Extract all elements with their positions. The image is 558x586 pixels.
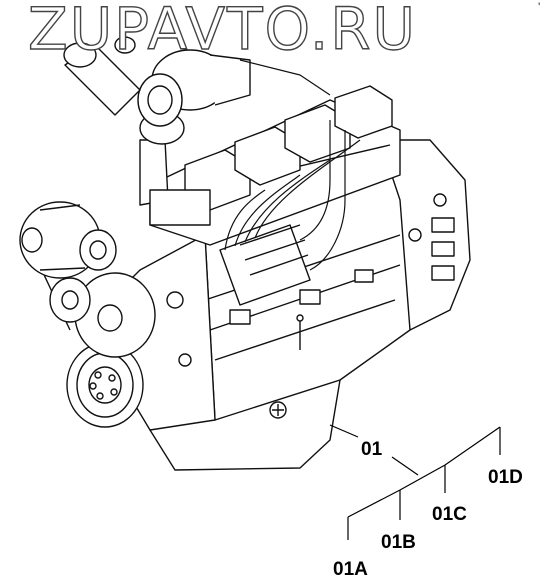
water-pump bbox=[79, 229, 117, 271]
callout-01C: 01C bbox=[432, 504, 467, 525]
callout-01: 01 bbox=[361, 439, 383, 460]
dipstick-tube bbox=[296, 314, 304, 350]
alternator bbox=[19, 201, 101, 279]
fan-pulley bbox=[49, 277, 91, 323]
air-inlet-tube bbox=[63, 42, 141, 116]
callout-leaders bbox=[329, 424, 501, 540]
watermark-text: ZUPAVTO.RU bbox=[27, 0, 418, 63]
fuel-injection-pump bbox=[219, 224, 311, 306]
callout-01B: 01B bbox=[381, 532, 416, 553]
callout-01D: 01D bbox=[488, 467, 523, 488]
rocker-covers bbox=[184, 85, 393, 211]
crank-pulley bbox=[66, 342, 144, 428]
callout-01A: 01A bbox=[333, 559, 368, 580]
turbocharger bbox=[114, 36, 251, 127]
corner-mark: ' bbox=[538, 0, 541, 14]
fuel-lines bbox=[224, 59, 361, 271]
flywheel-housing bbox=[379, 139, 471, 331]
fan-hub bbox=[74, 272, 156, 358]
